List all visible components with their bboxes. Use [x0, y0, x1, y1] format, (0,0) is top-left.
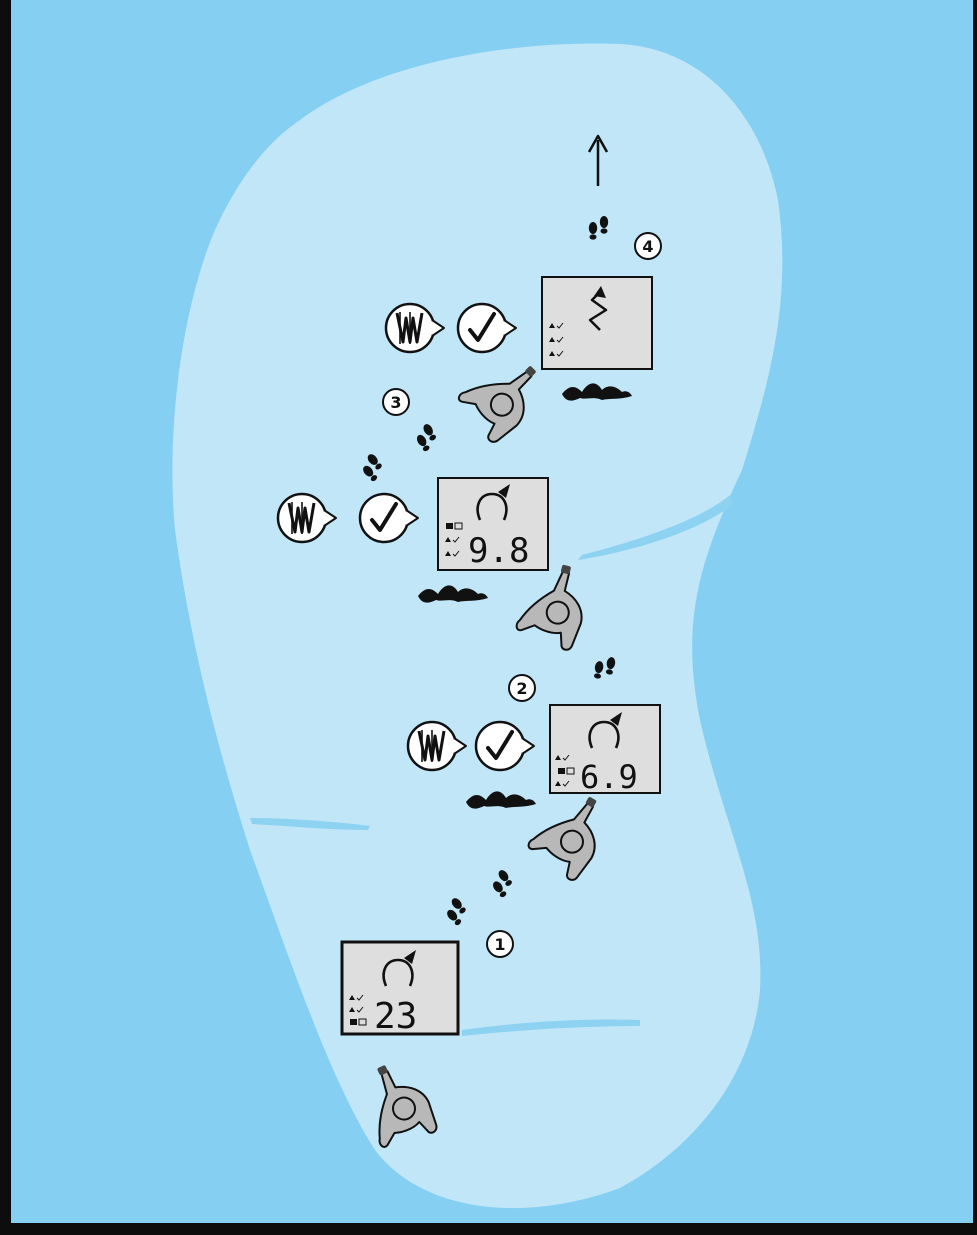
step-number: 3 — [390, 393, 401, 412]
display-value: 23 — [374, 996, 417, 1037]
display-value: 6.9 — [580, 758, 638, 796]
step-number: 4 — [642, 237, 653, 256]
display-value: 9.8 — [468, 531, 529, 571]
step-number: 2 — [516, 679, 527, 698]
lcd-display: 23 — [342, 942, 458, 1037]
lcd-display: 6.9 — [550, 705, 660, 796]
lcd-display: 9.8 — [438, 478, 548, 571]
step-number: 1 — [494, 935, 505, 954]
lcd-display — [542, 277, 652, 369]
